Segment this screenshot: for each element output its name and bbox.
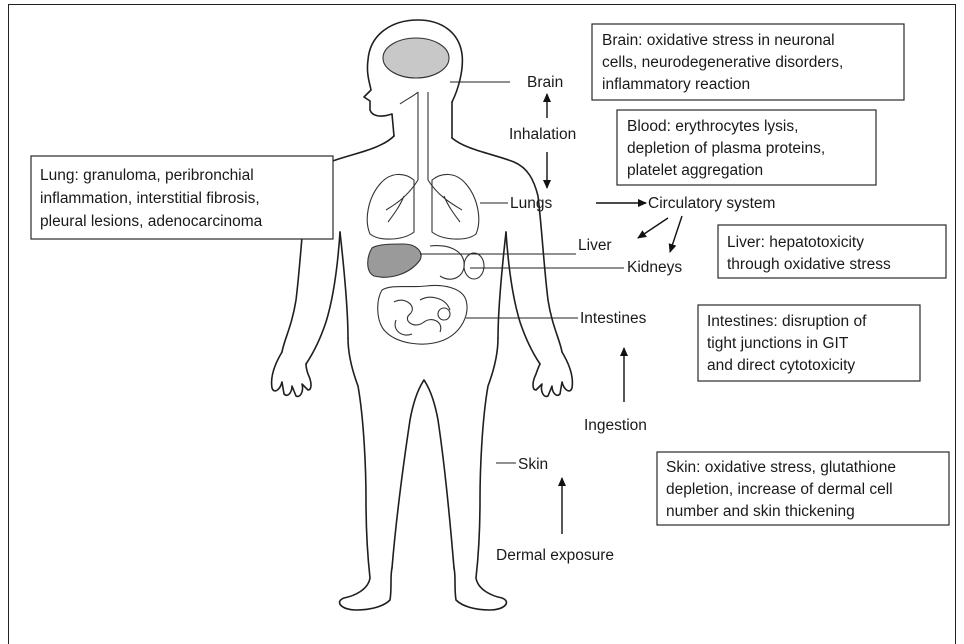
box-lung-line-1: Lung: granuloma, peribronchial xyxy=(40,167,254,184)
box-liver-line-2: through oxidative stress xyxy=(727,256,891,273)
box-intestines-line-1: Intestines: disruption of xyxy=(707,313,867,330)
box-lung-line-3: pleural lesions, adenocarcinoma xyxy=(40,213,263,230)
box-lung: Lung: granuloma, peribronchial inflammat… xyxy=(31,156,333,239)
box-intestines: Intestines: disruption of tight junction… xyxy=(698,305,920,381)
box-blood-line-3: platelet aggregation xyxy=(627,162,763,179)
body-diagram: Brain Inhalation Lungs Circulatory syste… xyxy=(0,0,964,631)
label-lungs: Lungs xyxy=(510,195,552,212)
brain-shape xyxy=(383,38,449,78)
label-intestines: Intestines xyxy=(580,310,647,327)
label-ingestion: Ingestion xyxy=(584,417,647,434)
box-liver-line-1: Liver: hepatotoxicity xyxy=(727,234,864,251)
arrow-circulatory-kidneys xyxy=(670,216,682,252)
box-intestines-line-2: tight junctions in GIT xyxy=(707,335,849,352)
label-skin: Skin xyxy=(518,456,548,473)
label-brain: Brain xyxy=(527,74,563,91)
label-circulatory: Circulatory system xyxy=(648,195,775,212)
label-dermal-exposure: Dermal exposure xyxy=(496,547,614,564)
box-skin-line-2: depletion, increase of dermal cell xyxy=(666,481,893,498)
box-blood: Blood: erythrocytes lysis, depletion of … xyxy=(617,110,876,185)
label-inhalation: Inhalation xyxy=(509,126,576,143)
box-skin-line-3: number and skin thickening xyxy=(666,503,855,520)
box-blood-line-1: Blood: erythrocytes lysis, xyxy=(627,118,798,135)
box-lung-line-2: inflammation, interstitial fibrosis, xyxy=(40,190,260,207)
human-body-outline xyxy=(272,20,573,610)
box-blood-line-2: depletion of plasma proteins, xyxy=(627,140,825,157)
liver-shape xyxy=(368,244,421,277)
internal-organs xyxy=(367,38,484,344)
right-lung xyxy=(432,174,479,239)
label-kidneys: Kidneys xyxy=(627,259,682,276)
box-skin: Skin: oxidative stress, glutathione depl… xyxy=(657,452,949,525)
intestines-shape xyxy=(378,286,467,345)
box-brain-line-1: Brain: oxidative stress in neuronal xyxy=(602,32,835,49)
box-intestines-line-3: and direct cytotoxicity xyxy=(707,357,855,374)
box-skin-line-1: Skin: oxidative stress, glutathione xyxy=(666,459,896,476)
box-brain-line-3: inflammatory reaction xyxy=(602,76,750,93)
box-brain-line-2: cells, neurodegenerative disorders, xyxy=(602,54,843,71)
label-liver: Liver xyxy=(578,237,612,254)
arrow-circulatory-liver xyxy=(638,218,668,238)
box-liver: Liver: hepatotoxicity through oxidative … xyxy=(718,225,946,278)
box-brain: Brain: oxidative stress in neuronal cell… xyxy=(592,24,904,100)
